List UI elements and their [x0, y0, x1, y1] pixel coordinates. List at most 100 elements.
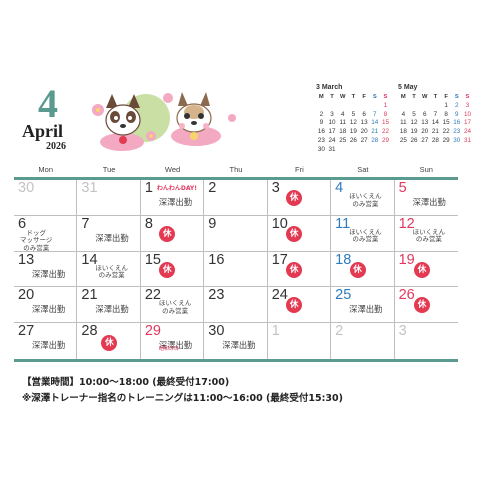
day-number: 22 — [144, 287, 161, 304]
day-event-label: 深澤出勤 — [158, 197, 193, 207]
mini-calendar-day: 3 — [465, 101, 470, 109]
day-number: 15 — [144, 251, 161, 268]
calendar-day-cell: 5 深澤出勤 — [394, 180, 458, 216]
mini-calendar-day — [316, 102, 327, 111]
day-number: 25 — [335, 287, 352, 304]
mini-calendar-week: 1 — [316, 102, 391, 111]
mini-calendar-day: 1 — [444, 101, 448, 109]
day-number: 4 — [335, 180, 344, 196]
day-number: 20 — [18, 287, 35, 304]
mini-calendar-day: 24 — [328, 136, 336, 144]
closed-day-badge: 休 — [101, 335, 118, 352]
mini-calendar-day — [369, 146, 380, 155]
day-number: 1 — [271, 323, 280, 340]
mini-calendar-day — [337, 102, 348, 111]
mini-calendar-day: 28 — [371, 136, 379, 144]
day-number: 9 — [208, 215, 217, 232]
month-name: April — [22, 121, 64, 141]
mini-calendar-day: 12 — [410, 119, 418, 127]
mini-calendar-day — [359, 102, 370, 111]
weekday-sun: Sun — [419, 165, 433, 174]
calendar-bottom-rule — [14, 359, 458, 362]
closed-day-badge: 休 — [286, 297, 303, 314]
mini-calendar-day — [419, 102, 430, 111]
dog-illustration — [92, 92, 236, 151]
day-number: 24 — [271, 287, 288, 304]
mini-calendar-day: 31 — [463, 136, 471, 144]
weekday-mon: Mon — [38, 165, 53, 174]
day-number: 17 — [271, 251, 288, 268]
mini-calendar-day: 21 — [371, 128, 379, 136]
day-number: 27 — [18, 323, 35, 340]
mini-calendar-day — [430, 102, 441, 111]
business-hours-note: 【営業時間】10:00～18:00 (最終受付17:00) — [22, 377, 230, 388]
mini-calendar-day: 22 — [381, 128, 389, 136]
mini-calendar-day: 31 — [328, 145, 336, 153]
mini-calendar-day: 15 — [381, 119, 389, 127]
mini-calendar-day: 4 — [340, 110, 345, 118]
day-number: 1 — [144, 180, 153, 196]
mini-calendar-day: 8 — [444, 110, 448, 118]
mini-calendar-day — [398, 102, 409, 111]
calendar-day-cell: 2 — [204, 180, 268, 216]
mini-calendar-day: 20 — [360, 128, 368, 136]
calendar-day-cell: 31 — [77, 180, 141, 216]
mini-calendar-day: 30 — [317, 145, 325, 153]
mini-calendar-day: 4 — [401, 110, 406, 118]
mini-calendar-day: 27 — [421, 136, 429, 144]
closed-day-badge: 休 — [159, 261, 176, 278]
day-event-label: 深澤出勤 — [95, 304, 129, 315]
mini-calendar-title: 3 March — [316, 84, 343, 91]
day-event-label: ほいくえん のみ営業 — [349, 192, 382, 208]
day-event-label: ほいくえん のみ営業 — [95, 263, 128, 280]
day-number: 2 — [335, 323, 344, 340]
mini-calendar-day: 18 — [399, 128, 407, 136]
weekday-tue: Tue — [102, 165, 116, 174]
weekday-thu: Thu — [229, 165, 243, 174]
mini-calendar-day: 23 — [317, 136, 325, 144]
day-event-label: ほいくえん のみ営業 — [158, 299, 192, 315]
day-event-label: 深澤出勤 — [32, 268, 66, 279]
mini-calendar-day: 17 — [463, 119, 471, 127]
mini-calendar-day: 10 — [328, 119, 336, 127]
mini-calendar-day — [369, 102, 380, 111]
calendar-day-cell: 23 — [204, 287, 268, 324]
calendar-day-cell: 4 ほいくえん のみ営業 — [331, 180, 395, 216]
closed-day-badge: 休 — [159, 225, 176, 242]
mini-calendar-day — [327, 102, 338, 111]
mini-calendar-day — [359, 146, 370, 155]
mini-calendar-day: 23 — [453, 128, 461, 136]
mini-calendar-day: 10 — [463, 110, 471, 118]
day-event-label: 深澤出勤 — [349, 304, 383, 315]
weekday-wed: Wed — [164, 165, 181, 174]
calendar-day-cell: 9 — [204, 215, 268, 252]
mini-calendar-day: 6 — [422, 110, 427, 118]
day-number: 6 — [18, 215, 27, 232]
closed-day-badge: 休 — [286, 225, 303, 242]
day-number: 5 — [398, 180, 407, 196]
weekday-fri: Fri — [295, 165, 304, 174]
mini-calendar-day — [348, 146, 359, 155]
mini-calendar-day: 7 — [433, 110, 438, 118]
day-event-label: ほいくえん のみ営業 — [349, 227, 382, 244]
day-event-label: 深澤出勤 — [412, 197, 446, 207]
